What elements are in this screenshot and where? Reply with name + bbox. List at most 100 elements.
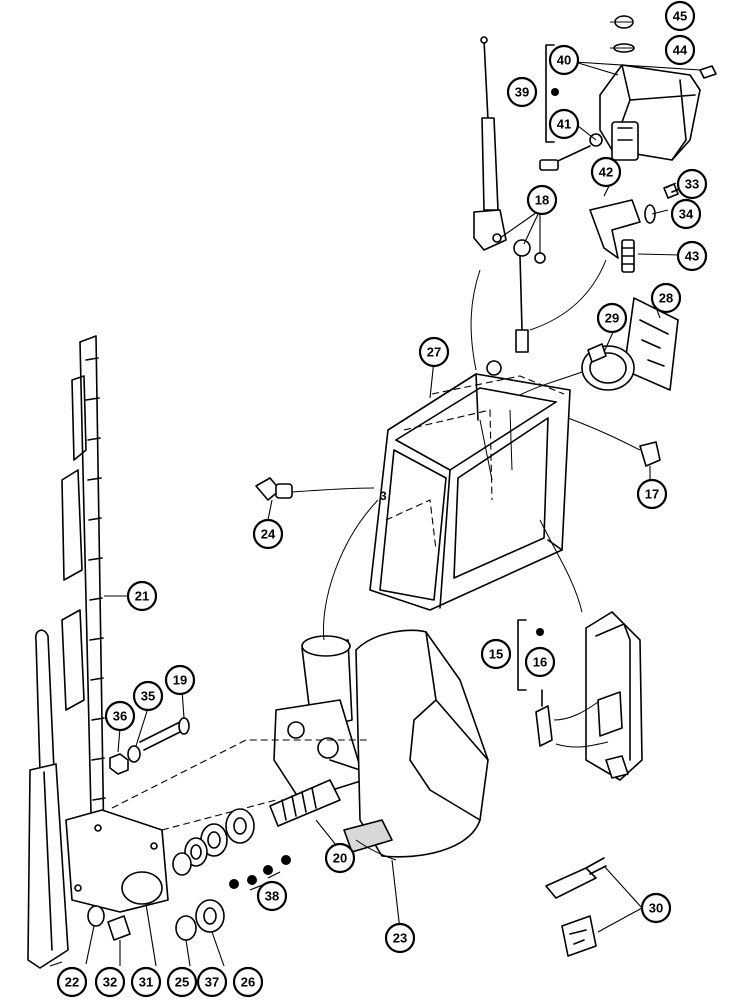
callout-circle bbox=[104, 700, 136, 732]
callout-38: 38 bbox=[256, 880, 288, 912]
callout-circle bbox=[590, 156, 622, 188]
callout-21: 21 bbox=[126, 580, 158, 612]
callout-43: 43 bbox=[676, 240, 708, 272]
callout-16: 16 bbox=[524, 646, 556, 678]
callout-label: 34 bbox=[679, 207, 694, 222]
wiper-motor-and-cover bbox=[269, 499, 489, 931]
callout-circle bbox=[196, 966, 228, 998]
callout-label: 22 bbox=[65, 975, 79, 990]
terminals-30 bbox=[545, 857, 643, 957]
callout-circle bbox=[126, 580, 158, 612]
antenna-assembly bbox=[470, 36, 607, 371]
callout-18: 18 bbox=[526, 184, 558, 216]
callout-label: 20 bbox=[333, 851, 347, 866]
callout-23: 23 bbox=[384, 922, 416, 954]
callout-35: 35 bbox=[132, 680, 164, 712]
callout-36: 36 bbox=[104, 700, 136, 732]
callout-circle bbox=[524, 646, 556, 678]
callout-label: 32 bbox=[103, 975, 117, 990]
callout-29: 29 bbox=[596, 302, 628, 334]
callout-label: 33 bbox=[685, 177, 699, 192]
callout-circle bbox=[548, 44, 580, 76]
callout-label: 27 bbox=[427, 345, 441, 360]
cab-mark-label: 3 bbox=[380, 489, 387, 503]
cab-frame-harness: 3 bbox=[369, 359, 661, 611]
callout-37: 37 bbox=[196, 966, 228, 998]
callout-26: 26 bbox=[232, 966, 264, 998]
interior-lamp bbox=[517, 519, 643, 781]
callout-circle bbox=[640, 892, 672, 924]
callout-label: 38 bbox=[265, 889, 279, 904]
callout-circle bbox=[418, 336, 450, 368]
callout-25: 25 bbox=[166, 966, 198, 998]
callout-circle bbox=[548, 108, 580, 140]
callout-label: 44 bbox=[673, 43, 688, 58]
callout-17: 17 bbox=[636, 478, 668, 510]
callout-circle bbox=[384, 922, 416, 954]
callout-circle bbox=[506, 76, 538, 108]
callout-label: 31 bbox=[139, 975, 153, 990]
callout-label: 45 bbox=[673, 9, 687, 24]
callout-circle bbox=[256, 880, 288, 912]
callout-circle bbox=[166, 966, 198, 998]
callout-label: 21 bbox=[135, 589, 149, 604]
callout-circle bbox=[664, 34, 696, 66]
callout-15: 15 bbox=[480, 638, 512, 670]
callout-circle bbox=[636, 478, 668, 510]
callout-label: 23 bbox=[393, 931, 407, 946]
callout-circle bbox=[596, 302, 628, 334]
callout-27: 27 bbox=[418, 336, 450, 368]
callout-circle bbox=[164, 664, 196, 696]
clip-and-cable-tie bbox=[519, 297, 679, 396]
callout-label: 28 bbox=[659, 291, 673, 306]
callout-42: 42 bbox=[590, 156, 622, 188]
callout-circle bbox=[676, 168, 708, 200]
callout-label: 29 bbox=[605, 311, 619, 326]
callout-label: 16 bbox=[533, 655, 547, 670]
callout-31: 31 bbox=[130, 966, 162, 998]
callout-layer: 45 44 40 39 41 33 34 42 18 43 28 29 27 17 24 21 15 16 19 35… bbox=[56, 0, 708, 998]
callout-circle bbox=[664, 0, 696, 32]
callout-circle bbox=[650, 282, 682, 314]
callout-label: 19 bbox=[173, 673, 187, 688]
callout-label: 41 bbox=[557, 117, 571, 132]
callout-30: 30 bbox=[640, 892, 672, 924]
callout-28: 28 bbox=[650, 282, 682, 314]
callout-label: 39 bbox=[515, 85, 529, 100]
callout-circle bbox=[132, 680, 164, 712]
callout-circle bbox=[232, 966, 264, 998]
callout-circle bbox=[670, 198, 702, 230]
callout-circle bbox=[94, 966, 126, 998]
callout-label: 42 bbox=[599, 165, 613, 180]
callout-label: 18 bbox=[535, 193, 549, 208]
callout-circle bbox=[56, 966, 88, 998]
callout-24: 24 bbox=[252, 518, 284, 550]
callout-33: 33 bbox=[676, 168, 708, 200]
callout-label: 40 bbox=[557, 53, 571, 68]
callout-32: 32 bbox=[94, 966, 126, 998]
callout-label: 17 bbox=[645, 487, 659, 502]
callout-44: 44 bbox=[664, 34, 696, 66]
callout-circle bbox=[526, 184, 558, 216]
callout-40: 40 bbox=[548, 44, 580, 76]
callout-label: 35 bbox=[141, 689, 155, 704]
callout-label: 26 bbox=[241, 975, 255, 990]
callout-label: 15 bbox=[489, 647, 503, 662]
connector-24 bbox=[255, 477, 375, 521]
callout-label: 30 bbox=[649, 901, 663, 916]
callout-label: 24 bbox=[261, 527, 276, 542]
callout-circle bbox=[676, 240, 708, 272]
callout-circle bbox=[480, 638, 512, 670]
callout-label: 43 bbox=[685, 249, 699, 264]
callout-19: 19 bbox=[164, 664, 196, 696]
callout-label: 37 bbox=[205, 975, 219, 990]
callout-circle bbox=[252, 518, 284, 550]
callout-45: 45 bbox=[664, 0, 696, 32]
callout-22: 22 bbox=[56, 966, 88, 998]
callout-41: 41 bbox=[548, 108, 580, 140]
work-lamp-assembly bbox=[539, 15, 717, 273]
callout-39: 39 bbox=[506, 76, 538, 108]
callout-34: 34 bbox=[670, 198, 702, 230]
